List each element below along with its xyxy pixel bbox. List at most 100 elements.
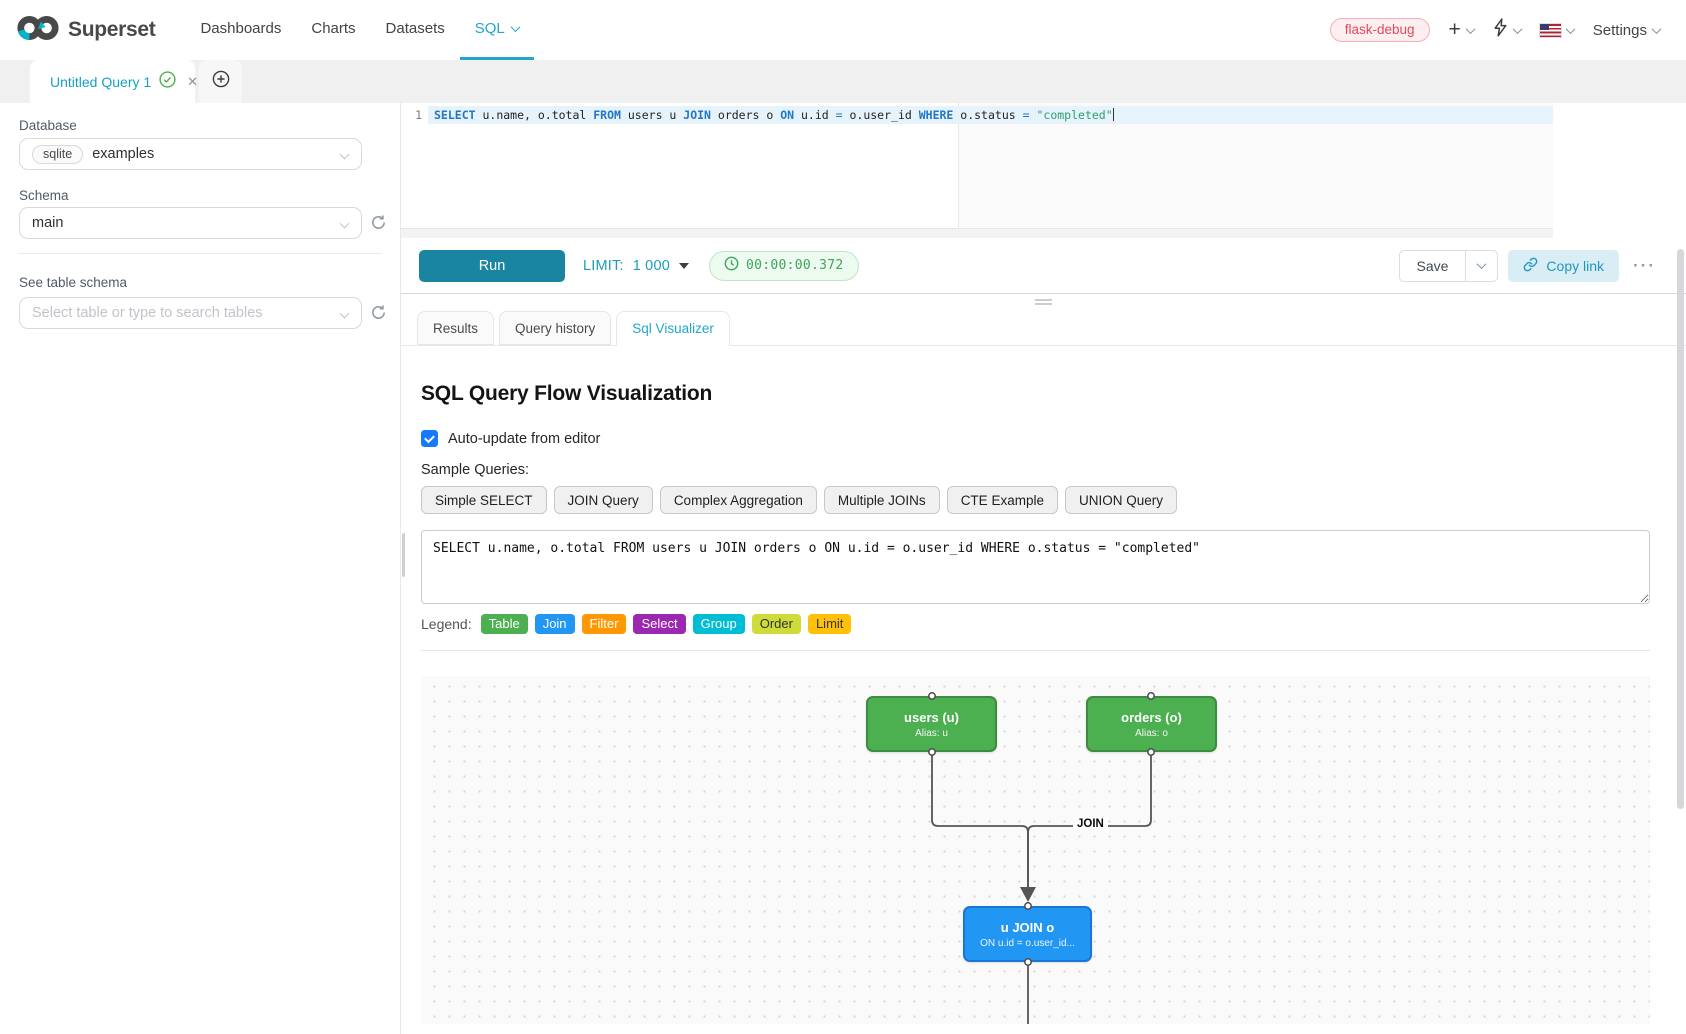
chevron-down-icon	[339, 149, 350, 160]
sample-multiple-joins-button[interactable]: Multiple JOINs	[823, 486, 940, 514]
nav-item-sql[interactable]: SQL	[459, 0, 534, 60]
flow-node-users[interactable]: users (u) Alias: u	[866, 696, 997, 752]
table-search-input[interactable]	[32, 305, 331, 321]
more-menu-icon[interactable]: ···	[1633, 255, 1656, 275]
query-tab-title: Untitled Query 1	[50, 73, 152, 90]
run-button[interactable]: Run	[419, 249, 565, 282]
sql-visualizer-panel: SQL Query Flow Visualization Auto-update…	[401, 346, 1686, 1034]
environment-badge: flask-debug	[1329, 18, 1430, 42]
plus-icon: +	[1448, 17, 1461, 41]
sql-code-editor[interactable]: 1 SELECT u.name, o.total FROM users u JO…	[401, 103, 1553, 228]
database-select[interactable]: sqlite examples	[19, 138, 362, 170]
legend-select-pill: Select	[633, 614, 686, 634]
superset-logo[interactable]: Superset	[16, 13, 156, 48]
table-schema-label: See table schema	[19, 275, 128, 290]
tab-results[interactable]: Results	[417, 311, 495, 345]
brand-name: Superset	[68, 18, 156, 41]
sample-join-query-button[interactable]: JOIN Query	[553, 486, 653, 514]
sample-simple-select-button[interactable]: Simple SELECT	[421, 486, 547, 514]
page-title: SQL Query Flow Visualization	[421, 382, 713, 405]
auto-update-checkbox-row[interactable]: Auto-update from editor	[421, 430, 600, 447]
caret-down-icon	[678, 262, 689, 269]
language-picker[interactable]	[1539, 23, 1576, 37]
database-label: Database	[19, 118, 77, 133]
editor-line-number: 1	[415, 108, 422, 122]
edge-label-join: JOIN	[1073, 817, 1108, 831]
nav-item-dashboards[interactable]: Dashboards	[200, 20, 282, 37]
results-pane-splitter[interactable]	[401, 294, 1686, 310]
clock-icon	[724, 256, 739, 276]
limit-value: 1 000	[632, 257, 670, 274]
flow-node-join[interactable]: u JOIN o ON u.id = o.user_id...	[963, 906, 1092, 962]
editor-bottom-strip	[401, 228, 1553, 238]
legend-order-pill: Order	[751, 614, 801, 634]
legend-join-pill: Join	[534, 614, 575, 634]
flow-node-orders[interactable]: orders (o) Alias: o	[1086, 696, 1217, 752]
schema-select-value: main	[32, 215, 64, 231]
limit-label: LIMIT:	[583, 257, 624, 274]
splitter-grip-icon	[1035, 299, 1052, 305]
panel-divider	[400, 103, 401, 1034]
settings-label: Settings	[1592, 21, 1647, 39]
legend-label: Legend:	[421, 616, 472, 632]
saved-check-icon	[159, 70, 176, 93]
scrollbar-thumb[interactable]	[1677, 249, 1684, 809]
nav-item-datasets[interactable]: Datasets	[385, 20, 445, 37]
lightning-bolt-icon	[1493, 18, 1508, 42]
legend-filter-pill: Filter	[581, 614, 627, 634]
copy-link-label: Copy link	[1546, 257, 1605, 274]
save-dropdown-button[interactable]	[1465, 250, 1497, 281]
refresh-schemas-icon[interactable]	[370, 214, 388, 232]
legend-row: Legend: Table Join Filter Select Group O…	[421, 614, 852, 634]
editor-active-line-highlight	[428, 106, 1553, 124]
chevron-down-icon	[339, 218, 350, 229]
link-icon	[1523, 257, 1538, 275]
settings-menu[interactable]: Settings	[1592, 21, 1662, 39]
save-button[interactable]: Save	[1416, 257, 1449, 274]
content-divider	[421, 650, 1650, 651]
editor-toolbar: Run LIMIT: 1 000 00:00:00.372 Save	[401, 238, 1686, 294]
query-search-menu[interactable]	[1493, 18, 1523, 42]
timer-value: 00:00:00.372	[745, 258, 844, 273]
panel-resize-handle[interactable]	[402, 533, 405, 577]
query-tab-untitled-query-1[interactable]: Untitled Query 1 ✕	[30, 60, 199, 103]
chevron-down-icon	[1476, 259, 1487, 270]
sample-union-query-button[interactable]: UNION Query	[1064, 486, 1177, 514]
chevron-down-icon	[1565, 23, 1576, 34]
auto-update-checkbox[interactable]	[421, 430, 438, 447]
table-select[interactable]	[19, 297, 362, 329]
new-item-menu[interactable]: +	[1448, 17, 1476, 41]
sql-editor-pane: 1 SELECT u.name, o.total FROM users u JO…	[401, 103, 1686, 1034]
nav-right-cluster: flask-debug + Settings	[1329, 17, 1662, 42]
save-split-button: Save	[1398, 249, 1499, 282]
top-navbar: Superset Dashboards Charts Datasets SQL …	[0, 0, 1686, 60]
sidebar-divider	[18, 253, 382, 254]
new-query-tab-button[interactable]	[199, 60, 242, 103]
sample-queries-label: Sample Queries:	[421, 462, 529, 478]
sample-cte-example-button[interactable]: CTE Example	[946, 486, 1058, 514]
south-pane-tabs: Results Query history Sql Visualizer	[401, 310, 1686, 346]
query-tab-strip: Untitled Query 1 ✕	[0, 60, 1686, 103]
close-tab-icon[interactable]: ✕	[187, 73, 199, 89]
legend-group-pill: Group	[692, 614, 745, 634]
refresh-tables-icon[interactable]	[370, 304, 388, 322]
copy-link-button[interactable]: Copy link	[1508, 249, 1620, 282]
chevron-down-icon	[339, 308, 350, 319]
nav-item-charts[interactable]: Charts	[311, 20, 356, 37]
tab-sql-visualizer[interactable]: Sql Visualizer	[616, 311, 730, 346]
limit-dropdown[interactable]: LIMIT: 1 000	[583, 258, 689, 274]
sample-query-buttons: Simple SELECT JOIN Query Complex Aggrega…	[421, 486, 1177, 514]
schema-select[interactable]: main	[19, 207, 362, 239]
sql-query-line: SELECT u.name, o.total FROM users u JOIN…	[434, 108, 1115, 122]
sample-complex-aggregation-button[interactable]: Complex Aggregation	[659, 486, 817, 514]
legend-limit-pill: Limit	[807, 614, 852, 634]
chevron-down-icon	[1465, 23, 1476, 34]
query-input-textarea[interactable]: SELECT u.name, o.total FROM users u JOIN…	[421, 530, 1650, 604]
query-flow-canvas[interactable]: users (u) Alias: u orders (o) Alias: o u…	[421, 676, 1650, 1024]
legend-table-pill: Table	[480, 614, 528, 634]
chevron-down-icon	[510, 22, 521, 33]
sql-lab-left-panel: Database sqlite examples Schema main See…	[0, 103, 400, 1034]
tab-query-history[interactable]: Query history	[499, 311, 612, 345]
auto-update-label: Auto-update from editor	[448, 430, 601, 447]
